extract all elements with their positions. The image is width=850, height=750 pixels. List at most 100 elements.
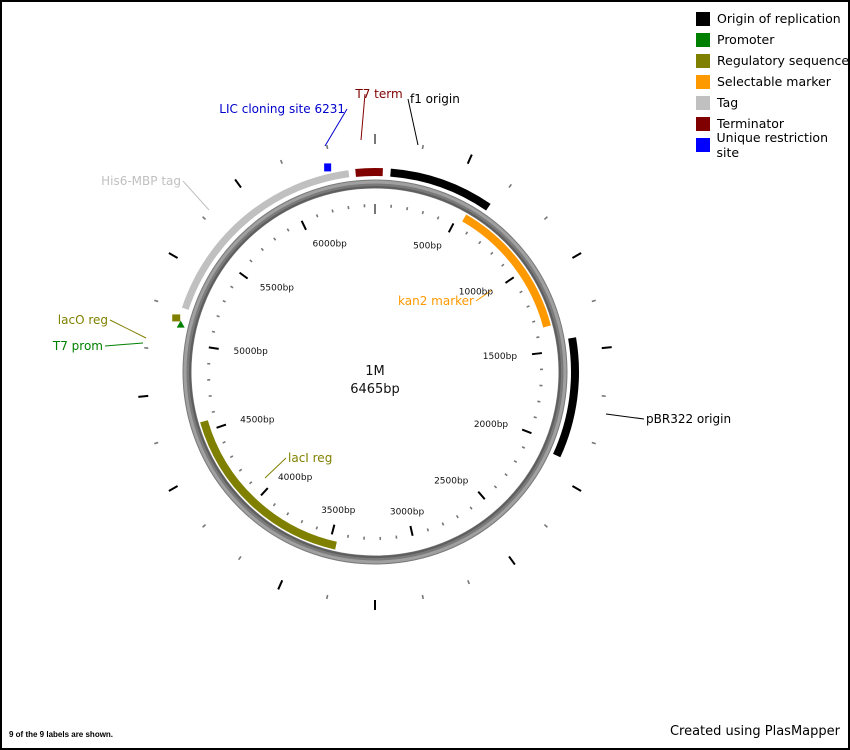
feature-kan2-marker[interactable] [462, 214, 551, 328]
inner-tick [331, 209, 334, 213]
feature-label-pbr322-origin[interactable]: pBR322 origin [646, 412, 731, 426]
inner-tick [478, 240, 482, 245]
legend-item-terminator: Terminator [696, 113, 850, 134]
bp-tick-label: 500bp [413, 242, 442, 252]
inner-tick [493, 485, 498, 489]
feature-label-laci-reg[interactable]: lacI reg [288, 451, 332, 465]
inner-tick [441, 522, 445, 526]
legend-swatch-origin [696, 11, 710, 26]
outer-tick [543, 216, 548, 221]
outer-tick [571, 485, 582, 492]
outer-tick [543, 523, 548, 528]
legend-item-regulatory: Regulatory sequence [696, 50, 850, 71]
label-leader-line [182, 180, 210, 211]
outer-tick [325, 594, 329, 600]
outer-tick [202, 216, 207, 221]
bp-tick-label: 6000bp [313, 239, 348, 249]
legend-label: Unique restriction site [716, 129, 828, 160]
inner-tick [249, 481, 253, 485]
label-leader-line [264, 457, 287, 479]
feature-t7-prom[interactable] [176, 320, 185, 328]
outer-scale-ticks [138, 134, 612, 610]
feature-label-kan2-marker[interactable]: kan2 marker [398, 294, 474, 308]
inner-tick [229, 455, 234, 459]
outer-tick [421, 144, 425, 150]
inner-tick [465, 231, 469, 235]
feature-t7-term[interactable] [355, 168, 383, 177]
feature-lic-cloning-site-6231[interactable] [324, 163, 332, 172]
bp-tick-label: 1500bp [483, 352, 518, 362]
credit-text: Created using PlasMapper [669, 724, 840, 739]
inner-tick [315, 526, 319, 530]
inner-tick [531, 352, 543, 356]
legend-swatch-tag [696, 95, 710, 110]
inner-tick [504, 473, 508, 477]
feature-f1-origin[interactable] [390, 168, 491, 211]
outer-tick [202, 523, 207, 528]
feature-label-t7-term[interactable]: T7 term [354, 87, 402, 101]
bp-tick-label: 5500bp [260, 283, 295, 293]
feature-labels: f1 origin T7 term kan2 marker pBR322 origin… [52, 87, 731, 479]
inner-tick [208, 346, 219, 350]
label-leader-line [109, 319, 147, 339]
feature-his6-mbp-tag[interactable] [181, 170, 350, 310]
label-leader-line [324, 108, 348, 147]
feature-label-t7-prom[interactable]: T7 prom [52, 339, 103, 353]
plasmid-backbone-ring [182, 179, 568, 565]
legend-label: Tag [717, 95, 739, 110]
inner-tick [421, 210, 425, 215]
outer-tick [154, 441, 159, 445]
outer-tick [325, 144, 329, 150]
bp-tick-label: 3500bp [321, 506, 356, 516]
legend-item-promoter: Promoter [696, 29, 850, 50]
feature-label-his6-mbp-tag[interactable]: His6-MBP tag [101, 174, 181, 188]
legend-item-restriction-site: Unique restriction site [696, 130, 850, 160]
feature-laco-reg[interactable] [172, 314, 181, 322]
legend-label: Selectable marker [717, 74, 831, 89]
inner-tick [216, 315, 220, 318]
inner-tick [286, 228, 290, 232]
feature-laci-reg[interactable] [200, 420, 337, 550]
inner-tick [436, 216, 440, 220]
inner-tick [330, 524, 336, 535]
bp-tick-label: 4000bp [278, 473, 313, 483]
inner-tick [477, 490, 486, 500]
inner-tick [211, 330, 216, 333]
inner-tick [230, 285, 234, 289]
legend-label: Promoter [717, 32, 775, 47]
outer-tick [237, 555, 242, 561]
inner-tick [409, 525, 414, 536]
outer-tick [601, 346, 612, 350]
inner-tick [469, 506, 473, 510]
inner-tick [286, 512, 290, 516]
inner-tick [260, 247, 264, 252]
plasmid-name: 1M [365, 364, 385, 379]
feature-label-laco-reg[interactable]: lacO reg [58, 313, 108, 327]
outer-tick [234, 178, 242, 189]
feature-arcs [172, 163, 579, 550]
inner-tick [513, 459, 518, 463]
inner-tick [222, 299, 226, 303]
inner-tick [216, 423, 227, 429]
inner-tick [526, 305, 530, 308]
inner-tick [272, 502, 276, 507]
inner-tick [222, 440, 226, 444]
inner-tick [426, 528, 430, 532]
feature-pbr322-origin[interactable] [553, 337, 579, 458]
outer-tick [168, 252, 179, 259]
feature-label-f1-origin[interactable]: f1 origin [410, 92, 460, 106]
inner-tick [490, 251, 494, 255]
outer-tick [571, 252, 582, 259]
bp-tick-label: 1000bp [459, 287, 494, 297]
inner-tick [536, 336, 540, 339]
inner-tick [315, 214, 319, 218]
label-leader-line [475, 289, 493, 302]
label-leader-line [360, 93, 366, 141]
inner-tick [501, 263, 505, 267]
feature-label-lic-cloning-site-6231[interactable]: LIC cloning site 6231 [219, 102, 345, 116]
label-leader-line [407, 98, 419, 146]
bp-tick-labels: 500bp1000bp1500bp2000bp2500bp3000bp3500b… [234, 239, 518, 517]
bp-tick-label: 5000bp [234, 347, 269, 357]
label-leader-line [605, 413, 645, 420]
